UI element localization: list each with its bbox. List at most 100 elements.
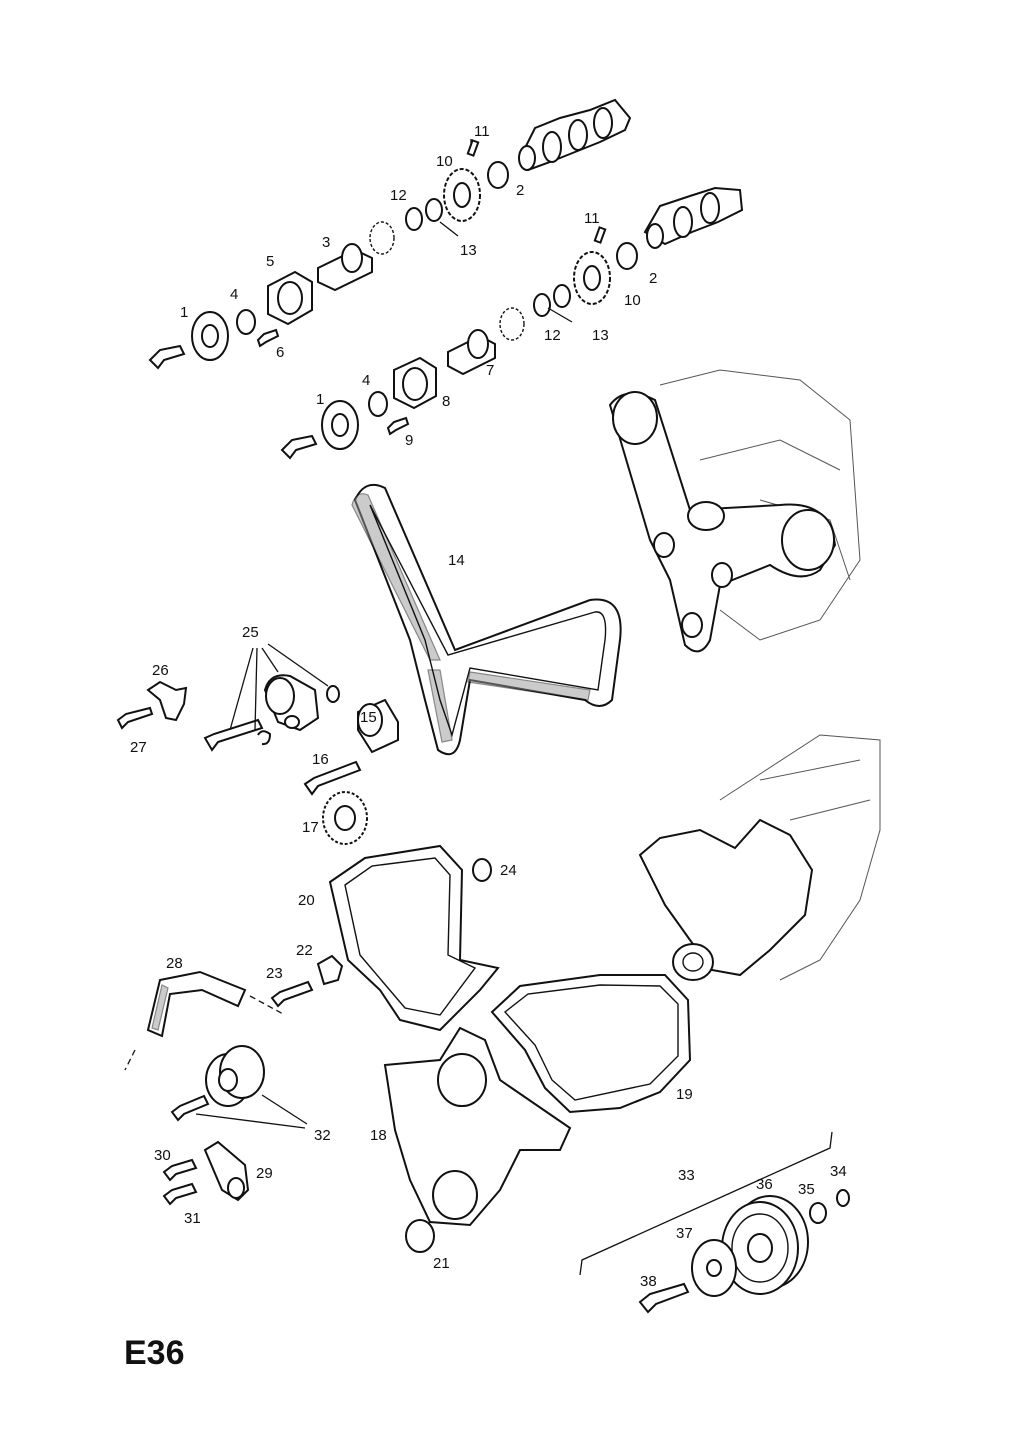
- callout-35: 35: [798, 1181, 815, 1198]
- callout-13-lower: 13: [592, 327, 609, 344]
- tensioner-pulley: [263, 674, 320, 732]
- callout-32: 32: [314, 1127, 331, 1144]
- engine-belt-routing-view: [608, 369, 861, 653]
- tension-sensor: [146, 680, 188, 722]
- rear-timing-cover: [490, 974, 692, 1114]
- crank-seal: [405, 1219, 435, 1253]
- callout-10: 10: [436, 153, 453, 170]
- aux-idler: [205, 1045, 265, 1107]
- callout-1-lower: 1: [316, 391, 324, 408]
- camshaft-upper: [518, 98, 632, 172]
- cam-gear-lower: [573, 251, 611, 305]
- seal-ring-upper: [487, 161, 509, 189]
- callout-10-lower: 10: [624, 292, 641, 309]
- callout-37: 37: [676, 1225, 693, 1242]
- washer-lower: [553, 284, 571, 308]
- bearing-upper: [236, 309, 256, 335]
- callout-14: 14: [448, 552, 465, 569]
- bolt-lower-large: [280, 434, 318, 460]
- callout-20: 20: [298, 892, 315, 909]
- callout-21: 21: [433, 1255, 450, 1272]
- shaft-lower: [447, 329, 496, 376]
- tensioner-bolt: [203, 718, 264, 752]
- pulley-lower: [321, 400, 359, 450]
- callout-9: 9: [405, 432, 413, 449]
- callout-12-lower: 12: [544, 327, 561, 344]
- housing-lower: [393, 356, 437, 410]
- cam-gear-upper: [443, 168, 481, 222]
- callout-18: 18: [370, 1127, 387, 1144]
- bearing-lower: [368, 391, 388, 417]
- o-ring-upper: [405, 207, 423, 231]
- callout-4-lower: 4: [362, 372, 370, 389]
- callout-27: 27: [130, 739, 147, 756]
- callout-34: 34: [830, 1163, 847, 1180]
- gasket-lower: [499, 307, 525, 341]
- idler-group: [303, 698, 399, 845]
- damper-plate: [691, 1239, 737, 1297]
- dowel-pin-upper: [466, 139, 480, 157]
- cover-bolt: [270, 980, 314, 1008]
- housing-upper: [267, 270, 313, 326]
- callout-25: 25: [242, 624, 259, 641]
- grommet: [472, 858, 492, 882]
- lower-camshaft-assembly: [280, 186, 744, 460]
- timing-belt: [351, 484, 622, 756]
- callout-2: 2: [516, 182, 524, 199]
- spacer-sleeve: [316, 954, 344, 986]
- callout-1: 1: [180, 304, 188, 321]
- callout-26: 26: [152, 662, 169, 679]
- callout-8: 8: [442, 393, 450, 410]
- dowel-pin-lower: [593, 226, 607, 244]
- callout-13: 13: [460, 242, 477, 259]
- page-code: E36: [124, 1334, 185, 1372]
- callout-5: 5: [266, 253, 274, 270]
- bolt-lower-small: [386, 416, 410, 436]
- bolt-upper-large: [148, 344, 186, 370]
- shaft-upper: [317, 243, 373, 292]
- callout-22: 22: [296, 942, 313, 959]
- lower-timing-cover: [383, 1026, 572, 1227]
- sensor-bolt: [116, 706, 154, 730]
- gasket-upper: [369, 221, 395, 255]
- washer-upper: [425, 198, 443, 222]
- tensioner-assembly: [116, 643, 340, 752]
- callout-4: 4: [230, 286, 238, 303]
- callout-17: 17: [302, 819, 319, 836]
- upper-camshaft-assembly: [148, 98, 632, 370]
- pulley-upper: [191, 311, 229, 361]
- callout-labels: 11 10 2 12 13 3 5 4 1 6 11 2 10 12 13 7 …: [130, 123, 847, 1290]
- engine-cover-view: [638, 734, 881, 981]
- callout-24: 24: [500, 862, 517, 879]
- callout-30: 30: [154, 1147, 171, 1164]
- bracket-bolt-upper: [162, 1158, 198, 1182]
- callout-31: 31: [184, 1210, 201, 1227]
- damper-pulley: [721, 1195, 809, 1295]
- callout-11: 11: [474, 123, 490, 140]
- callout-23: 23: [266, 965, 283, 982]
- crank-gear: [322, 791, 368, 845]
- upper-timing-cover: [328, 844, 500, 1032]
- tensioner-clip: [257, 730, 272, 746]
- callout-11-lower: 11: [584, 210, 600, 227]
- damper-bolt: [638, 1282, 690, 1314]
- callout-7: 7: [486, 362, 494, 379]
- camshaft-lower: [643, 186, 744, 249]
- callout-12: 12: [390, 187, 407, 204]
- bolt-upper-small: [256, 328, 280, 348]
- aux-belt: [124, 970, 286, 1071]
- o-ring-lower: [533, 293, 551, 317]
- callout-6: 6: [276, 344, 284, 361]
- idler-bracket: [203, 1140, 250, 1202]
- callout-2-lower: 2: [649, 270, 657, 287]
- seal-ring-lower: [616, 242, 638, 270]
- callout-33: 33: [678, 1167, 695, 1184]
- callout-29: 29: [256, 1165, 273, 1182]
- idler-roller: [357, 698, 399, 754]
- callout-15: 15: [360, 709, 377, 726]
- tensioner-washer: [326, 685, 340, 703]
- aux-idler-bolt: [170, 1094, 210, 1122]
- callout-36: 36: [756, 1176, 773, 1193]
- damper-washer: [809, 1202, 827, 1224]
